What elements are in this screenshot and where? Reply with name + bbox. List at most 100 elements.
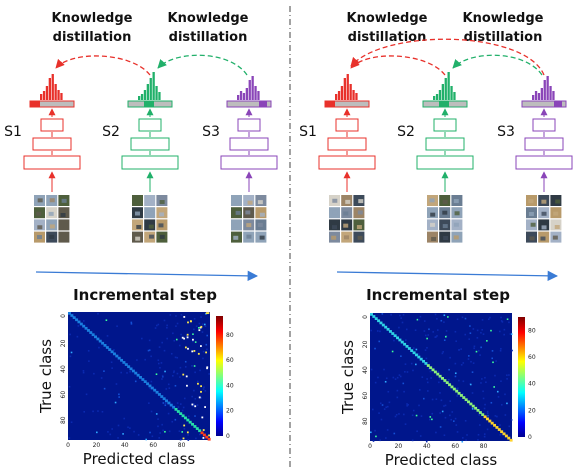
heatmap-cell <box>386 429 389 431</box>
image-detail <box>443 236 449 241</box>
heatmap-cell <box>508 374 510 376</box>
histogram-bar <box>45 86 49 100</box>
image-detail <box>454 211 460 216</box>
heatmap-cell <box>371 408 374 411</box>
heatmap-cell <box>148 349 151 351</box>
heatmap-diagonal <box>483 415 487 419</box>
heatmap-diagonal <box>193 425 197 428</box>
heatmap-diagonal <box>450 385 454 389</box>
image-detail <box>541 225 547 230</box>
heatmap-cell <box>486 412 489 415</box>
heatmap-diagonal <box>436 372 440 376</box>
x-tick-label: 0 <box>368 443 372 450</box>
heatmap-diagonal <box>459 394 463 397</box>
heatmap-cell <box>445 335 448 337</box>
heatmap-cell <box>423 330 426 332</box>
heatmap-cell <box>176 356 179 359</box>
stage-label: S3 <box>202 124 220 140</box>
heatmap-cell <box>144 358 146 361</box>
image-detail <box>257 200 263 205</box>
network-layer <box>425 137 465 151</box>
heatmap-cell <box>418 404 420 407</box>
output-segment <box>259 101 267 107</box>
heatmap-cell <box>467 358 470 360</box>
heatmap-cell <box>497 396 500 398</box>
heatmap-cell <box>468 355 470 357</box>
heatmap-cell <box>120 371 123 374</box>
heatmap-cell <box>372 440 375 442</box>
heatmap-cell <box>434 336 437 338</box>
heatmap-cell <box>160 362 163 364</box>
histogram-bar <box>237 95 240 100</box>
heatmap-diagonal <box>497 428 501 431</box>
histogram-bar <box>453 92 456 100</box>
heatmap-cell <box>164 430 166 433</box>
heatmap-cell <box>472 328 475 330</box>
network-layer <box>220 155 278 170</box>
heatmap-cell <box>155 413 158 415</box>
heatmap-cell <box>475 350 478 353</box>
distillation-arrow <box>350 38 545 76</box>
network-layer <box>130 137 170 151</box>
heatmap-cell <box>460 363 463 366</box>
heatmap-diagonal <box>433 370 437 374</box>
heatmap-cell <box>454 417 457 420</box>
training-image <box>243 195 255 206</box>
image-detail <box>136 224 142 229</box>
heatmap-cell <box>427 334 429 336</box>
training-image <box>132 219 143 231</box>
heatmap-diagonal <box>136 373 140 377</box>
heatmap-cell <box>193 389 195 392</box>
heatmap-cell <box>431 418 433 421</box>
heatmap-cell <box>194 405 197 408</box>
image-detail <box>259 235 265 240</box>
heatmap-diagonal <box>370 313 373 316</box>
heatmap-cell <box>196 380 199 383</box>
heatmap-cell <box>394 378 397 380</box>
heatmap-diagonal <box>176 410 180 413</box>
heatmap-cell <box>176 322 179 325</box>
network-layer <box>318 155 376 170</box>
y-axis-label: True class <box>37 339 55 414</box>
heatmap-diagonal <box>202 433 206 437</box>
heatmap-cell <box>379 402 382 405</box>
heatmap-cell <box>430 377 432 379</box>
heatmap-cell <box>454 330 457 333</box>
histogram-bar <box>239 91 243 100</box>
heatmap-cell <box>425 440 428 443</box>
image-detail <box>357 210 363 215</box>
heatmap-cell <box>435 398 438 401</box>
heatmap-diagonal <box>108 348 112 351</box>
heatmap-cell <box>436 317 438 320</box>
heatmap-cell <box>114 401 117 404</box>
network-layer <box>138 118 162 132</box>
colorbar-tick-label: 80 <box>226 332 234 339</box>
distillation-arrow <box>452 54 543 76</box>
heatmap-cell <box>192 338 194 341</box>
heatmap-cell <box>175 338 178 341</box>
heatmap-cell <box>189 320 192 323</box>
heatmap-diagonal <box>476 409 480 412</box>
heatmap-diagonal <box>493 423 497 427</box>
heatmap-cell <box>161 374 164 377</box>
stage-label: S1 <box>299 124 317 140</box>
heatmap-cell <box>166 326 168 329</box>
heatmap-cell <box>183 428 186 430</box>
heatmap-cell <box>105 319 108 321</box>
heatmap-cell <box>426 378 428 380</box>
heatmap-diagonal <box>77 320 81 324</box>
heatmap-cell <box>118 396 120 398</box>
heatmap-cell <box>476 337 479 339</box>
heatmap-cell <box>187 439 190 441</box>
training-image <box>34 219 45 231</box>
heatmap-cell <box>454 362 457 365</box>
heatmap-cell <box>445 335 447 338</box>
heatmap-cell <box>491 350 494 352</box>
x-tick-label: 40 <box>121 442 129 449</box>
heatmap-cell <box>162 429 164 432</box>
heatmap-cell <box>118 393 120 396</box>
heatmap-cell <box>374 347 376 350</box>
heatmap-cell <box>469 325 471 327</box>
heatmap-cell <box>390 313 392 316</box>
stage-label: S3 <box>497 124 515 140</box>
